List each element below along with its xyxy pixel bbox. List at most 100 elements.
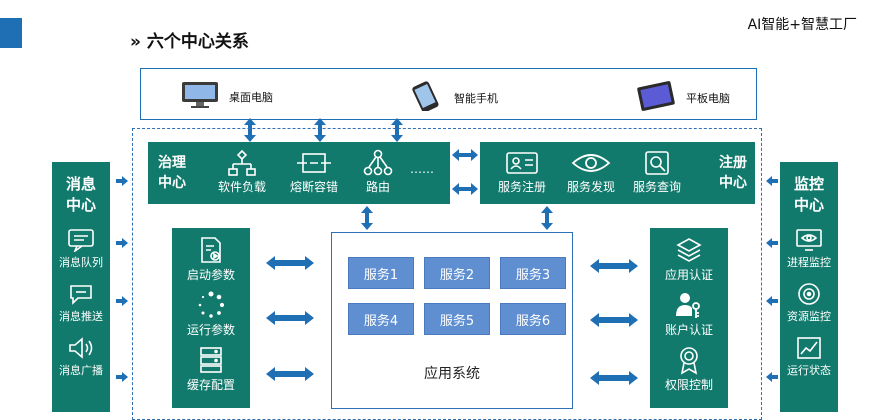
- arrow-left: [766, 176, 778, 186]
- eye-icon: [554, 148, 628, 178]
- config-item-label: 运行参数: [186, 323, 235, 337]
- monitor-eye-icon: [780, 226, 838, 254]
- message-item-label: 消息广播: [59, 364, 103, 377]
- chart-icon: [780, 334, 838, 362]
- arrow-left: [766, 296, 778, 306]
- loading-dots-icon: [172, 289, 250, 321]
- monitor-item-label: 进程监控: [787, 256, 831, 269]
- monitor-item: 进程监控: [780, 226, 838, 270]
- message-center: 消息 中心 消息队列 消息推送 消息广播: [52, 162, 110, 412]
- arrow-horizontal: [266, 311, 314, 325]
- config-column: 启动参数 运行参数 缓存配置: [172, 228, 250, 408]
- config-item-label: 启动参数: [186, 268, 235, 282]
- service-box: 服务2: [424, 257, 490, 289]
- auth-item-label: 权限控制: [664, 378, 713, 392]
- badge-icon: [650, 344, 728, 376]
- auth-column: 应用认证 账户认证 权限控制: [650, 228, 728, 408]
- message-item: 消息广播: [52, 334, 110, 378]
- arrow-right: [116, 238, 128, 248]
- application-system: 服务1 服务2 服务3 服务4 服务5 服务6 应用系统: [331, 232, 573, 409]
- arrow-left: [766, 372, 778, 382]
- registry-item-label: 服务注册: [497, 180, 546, 194]
- auth-item: 权限控制: [650, 344, 728, 393]
- arrow-right: [116, 372, 128, 382]
- message-item-label: 消息推送: [59, 310, 103, 323]
- device-row: 桌面电脑 智能手机 平板电脑: [140, 68, 757, 120]
- arrow-horizontal: [266, 256, 314, 270]
- governance-title: 治理 中心: [158, 155, 186, 191]
- brand-label: AI智能+智慧工厂: [747, 17, 857, 33]
- config-item: 启动参数: [172, 234, 250, 283]
- registry-item: 服务查询: [620, 148, 694, 195]
- arrow-left: [766, 238, 778, 248]
- monitor-item: 运行状态: [780, 334, 838, 378]
- auth-item-label: 账户认证: [664, 323, 713, 337]
- device-label: 智能手机: [454, 91, 498, 105]
- registry-item: 服务注册: [485, 148, 559, 195]
- tablet-icon: [636, 81, 676, 114]
- monitor-center-title: 监控 中心: [793, 175, 824, 214]
- monitor-item-label: 运行状态: [787, 364, 831, 377]
- governance-item: 软件负载: [212, 148, 272, 195]
- service-box: 服务3: [500, 257, 566, 289]
- arrow-vertical: [391, 118, 403, 142]
- device-smartphone: 智能手机: [406, 81, 498, 114]
- arrow-horizontal: [590, 259, 638, 273]
- config-item-label: 缓存配置: [186, 378, 235, 392]
- arrow-horizontal: [590, 313, 638, 327]
- arrow-horizontal: [590, 371, 638, 385]
- governance-item-label: 软件负载: [217, 180, 266, 194]
- message-item: 消息队列: [52, 226, 110, 270]
- chat-icon: [52, 280, 110, 308]
- device-label: 平板电脑: [686, 91, 730, 105]
- id-card-icon: [485, 148, 559, 178]
- application-system-title: 应用系统: [424, 366, 480, 382]
- message-center-title: 消息 中心: [65, 175, 96, 214]
- monitor-item-label: 资源监控: [787, 310, 831, 323]
- registry-center: 服务注册 服务发现 服务查询 注册 中心: [480, 142, 755, 204]
- fuse-icon: [284, 148, 344, 178]
- desktop-icon: [181, 81, 219, 112]
- auth-item: 应用认证: [650, 234, 728, 283]
- route-icon: [348, 148, 408, 178]
- search-icon: [620, 148, 694, 178]
- arrow-vertical: [541, 206, 553, 230]
- device-tablet: 平板电脑: [636, 81, 730, 114]
- auth-item: 账户认证: [650, 289, 728, 338]
- governance-item: 熔断容错: [284, 148, 344, 195]
- config-item: 缓存配置: [172, 344, 250, 393]
- governance-center: 治理 中心 软件负载 熔断容错 路由 ……: [148, 142, 450, 204]
- registry-item-label: 服务查询: [632, 180, 681, 194]
- config-item: 运行参数: [172, 289, 250, 338]
- governance-item: 路由: [348, 148, 408, 195]
- user-key-icon: [650, 289, 728, 321]
- arrow-vertical: [361, 206, 373, 230]
- monitor-item: 资源监控: [780, 280, 838, 324]
- arrow-vertical: [244, 118, 256, 142]
- governance-item-label: 熔断容错: [289, 180, 338, 194]
- monitor-center: 监控 中心 进程监控 资源监控 运行状态: [780, 162, 838, 412]
- device-label: 桌面电脑: [229, 90, 273, 104]
- service-box: 服务6: [500, 303, 566, 335]
- arrow-horizontal: [266, 367, 314, 381]
- message-queue-icon: [52, 226, 110, 254]
- arrow-horizontal: [452, 149, 478, 161]
- message-item-label: 消息队列: [59, 256, 103, 269]
- governance-item-label: 路由: [365, 180, 390, 194]
- registry-item-label: 服务发现: [566, 180, 615, 194]
- device-desktop: 桌面电脑: [181, 81, 273, 112]
- service-box: 服务4: [348, 303, 414, 335]
- document-play-icon: [172, 234, 250, 266]
- network-tree-icon: [212, 148, 272, 178]
- target-icon: [780, 280, 838, 308]
- ellipsis-icon: ……: [410, 162, 434, 176]
- auth-item-label: 应用认证: [664, 268, 713, 282]
- service-box: 服务1: [348, 257, 414, 289]
- page-title: » 六个中心关系: [130, 32, 249, 52]
- registry-title: 注册 中心: [719, 155, 747, 191]
- message-item: 消息推送: [52, 280, 110, 324]
- speaker-icon: [52, 334, 110, 362]
- arrow-right: [116, 296, 128, 306]
- left-accent-bar: [0, 18, 22, 48]
- registry-item: 服务发现: [554, 148, 628, 195]
